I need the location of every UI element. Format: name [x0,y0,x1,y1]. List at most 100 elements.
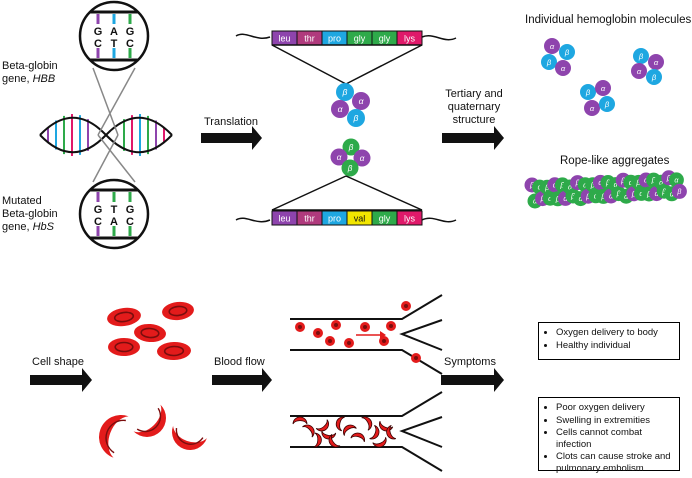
sickle-cell [99,415,129,458]
base-letter: G [94,26,103,38]
subunit-symbol: α [550,42,555,51]
cell-body [134,323,166,343]
blood-flow-label: Blood flow [214,356,265,368]
globin-subunit [331,100,349,118]
subunit-symbol: β [585,193,590,201]
amino-acid-label: leu [278,214,290,224]
amino-acid-label: thr [304,34,315,44]
subunit-symbol: α [614,181,619,189]
cell-body [162,301,194,321]
base-letter: C [94,38,102,50]
amino-acid-label: lys [404,34,415,44]
subunit-symbol: β [564,48,570,57]
subunit-symbol: α [655,190,660,198]
base-letter: G [94,204,103,216]
subunit-symbol: β [651,73,657,82]
vessel-cell-center [382,339,386,343]
subunit-symbol: α [338,104,344,114]
clot-sickle-body [350,432,365,443]
subunit-symbol: α [337,153,342,162]
symptom-item: Swelling in extremities [556,415,673,427]
amino-acid-label: gly [379,34,391,44]
subunit-symbol: β [651,177,656,185]
amino-acid-label: thr [304,214,315,224]
base-letter: C [94,216,102,228]
subunit-symbol: β [646,191,651,199]
vessel-cell-center [316,331,320,335]
base-letter: A [110,216,118,228]
subunit-symbol: β [559,182,564,190]
cell-center [168,305,188,317]
helix-base-pairs [47,114,165,156]
globin-subunit [336,83,354,101]
subunit-symbol: β [585,88,591,97]
sickle-body [172,425,207,450]
subunit-symbol: β [570,193,575,201]
subunit-symbol: β [600,193,605,201]
sickle-center [105,419,126,454]
amino-acid-label: pro [328,214,341,224]
structure-arrow [442,126,504,150]
globin-subunit [631,63,647,79]
red-blood-cell [162,301,194,321]
subunit-symbol: β [544,184,549,192]
translation-arrow [201,126,262,150]
vessel-cell-center [363,325,367,329]
cell-center [163,345,185,357]
subunit-symbol: β [546,58,552,67]
clot-sickle-body [343,424,357,436]
base-letter: C [126,38,134,50]
vessel-cell-center [328,339,332,343]
clot-sickle-body [361,416,373,431]
normal-blood-vessel [290,294,443,375]
base-letter: A [110,26,118,38]
clot-sickle-cell [361,416,373,431]
blood-flow-arrow [212,368,272,392]
amino-acid-label: gly [354,34,366,44]
subunit-symbol: α [561,64,566,73]
red-blood-cell [108,338,140,356]
clot-sickle-body [328,433,341,448]
subunit-symbol: β [604,100,610,109]
mutated-gene-label: Mutated Beta-globin gene, HbS [2,195,58,233]
subunit-symbol: β [353,113,359,123]
subunit-symbol: β [575,179,580,187]
symptoms-arrow [441,368,504,392]
subunit-symbol: β [605,179,610,187]
globin-subunit [559,44,575,60]
subunit-symbol: β [661,188,666,196]
structure-label: Tertiary and quaternary structure [445,88,503,126]
sickle-cell [133,404,166,437]
vessel-cell-center [404,304,408,308]
subunit-symbol: β [631,190,636,198]
base-letter: G [126,26,135,38]
subunit-symbol: α [359,96,365,106]
globin-subunit [646,69,662,85]
amino-acid-label: val [354,214,366,224]
aggregate-subunit [671,183,687,199]
globin-subunit [633,48,649,64]
globin-subunit [352,92,370,110]
sickle-cell [172,425,207,450]
clot-sickle-body [313,432,322,448]
amino-acid-block [396,210,423,226]
cell-center [114,341,134,353]
subunit-symbol: α [624,193,629,201]
aggregates-heading: Rope-like aggregates [560,155,670,167]
subunit-symbol: β [590,181,595,189]
subunit-symbol: α [637,67,642,76]
subunit-symbol: β [635,179,640,187]
cell-body [108,338,140,356]
vessel-cell-center [347,341,351,345]
base-letter: C [126,216,134,228]
clot-sickle-cell [350,432,365,443]
clot-sickle-cell [335,416,345,432]
cell-body [157,341,191,361]
clot-sickle-cell [315,419,329,432]
subunit-symbol: β [529,182,534,190]
base-letter: T [111,204,118,216]
symptom-item: Clots can cause stroke and pulmonary emb… [556,451,673,474]
